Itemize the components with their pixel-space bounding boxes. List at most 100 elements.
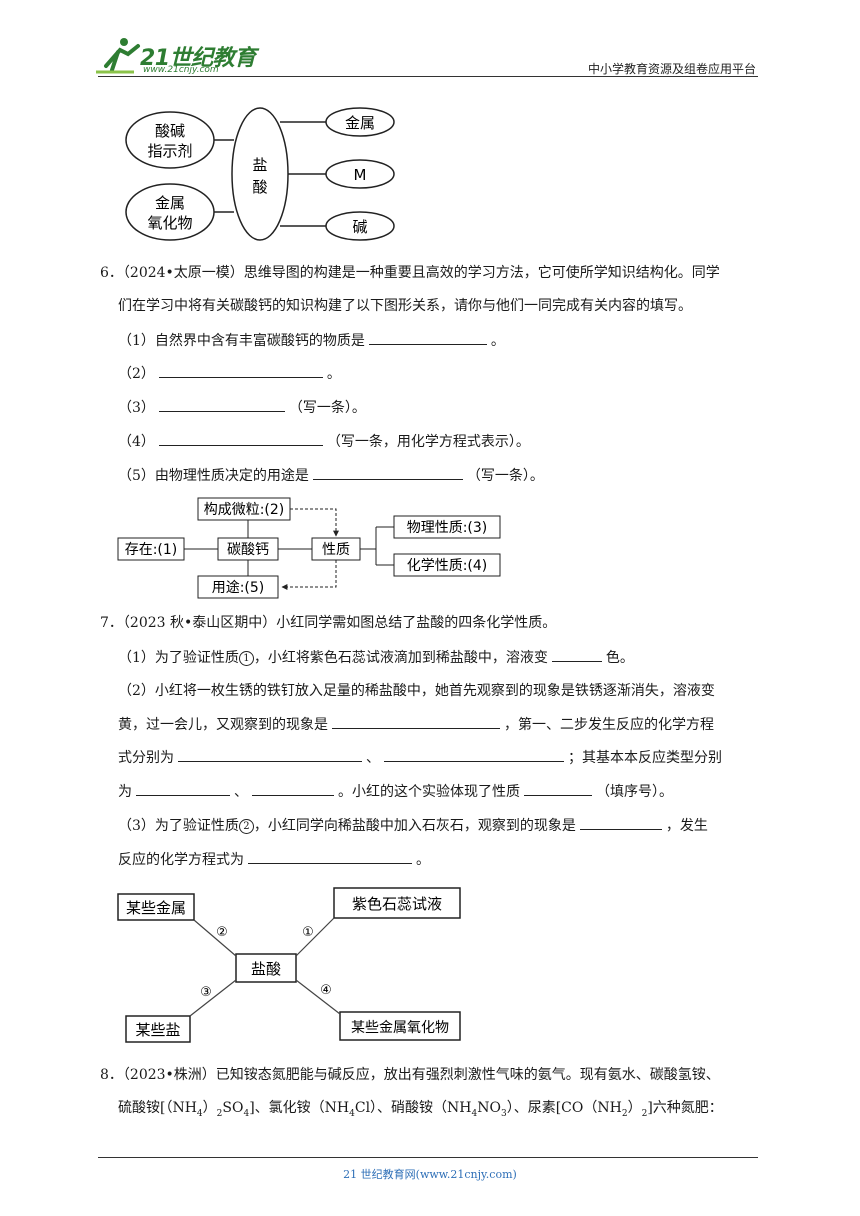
- q8-sub-4: 4: [349, 1108, 355, 1119]
- q6-part-4-text: （4）: [118, 434, 155, 450]
- q6-part-4-end: （写一条，用化学方程式表示）。: [326, 434, 530, 450]
- node-property: 性质: [322, 542, 350, 558]
- label-m: M: [354, 166, 367, 184]
- q7-part-2-line-1: （2）小红将一枚生锈的铁钉放入足量的稀盐酸中，她首先观察到的现象是铁锈逐渐消失，…: [118, 683, 715, 699]
- q6-part-2-end: 。: [326, 366, 341, 382]
- q7-blank-3[interactable]: [178, 747, 362, 762]
- q6-part-3: （3）（写一条）。: [118, 397, 798, 418]
- q7-part-2-sep: 、: [366, 750, 380, 766]
- hcl-properties-diagram: 某些金属 紫色石蕊试液 盐酸 某些盐 某些金属氧化物 ② ① ③ ④: [117, 887, 461, 1043]
- label-base: 碱: [352, 218, 367, 236]
- q8-sub-1: 4: [196, 1108, 203, 1119]
- label-metal: 金属: [345, 114, 375, 132]
- q8-sub-7: 2: [621, 1108, 628, 1119]
- q6-blank-3[interactable]: [158, 397, 285, 412]
- q6-part-4: （4） （写一条，用化学方程式表示）。: [118, 431, 798, 452]
- q8-t6: NO: [477, 1100, 501, 1116]
- q7-part-2-line-3: 式分别为 、 ；其基本本反应类型分别: [118, 747, 798, 768]
- q7-part-2-text-c: 式分别为: [118, 750, 174, 766]
- q7-blank-9[interactable]: [248, 849, 412, 864]
- label-oxide-1: 金属: [155, 194, 185, 212]
- q7-part-3-text-b: ，小红同学向稀盐酸中加入石灰石，观察到的现象是: [253, 818, 576, 834]
- q6-part-1: （1）自然界中含有丰富碳酸钙的物质是。: [118, 330, 798, 351]
- node-caco3: 碳酸钙: [227, 542, 269, 558]
- caco3-mind-map: 构成微粒:(2) 存在:(1) 碳酸钙 性质 用途:(5) 物理性质:(3) 化…: [117, 497, 501, 599]
- q7-part-3-text-d: 反应的化学方程式为: [118, 852, 244, 868]
- q7-blank-2[interactable]: [332, 714, 500, 729]
- q7-blank-6[interactable]: [252, 781, 334, 796]
- label-indicator-1: 酸碱: [155, 122, 185, 140]
- header-divider: [98, 76, 758, 77]
- q7-part-2-line-2: 黄，过一会儿，又观察到的现象是，第一、二步发生反应的化学方程: [118, 714, 798, 735]
- q6-part-5-text: （5）由物理性质决定的用途是: [118, 468, 309, 484]
- q8-sub-8: 2: [641, 1108, 648, 1119]
- q6-part-5: （5）由物理性质决定的用途是（写一条）。: [118, 465, 798, 486]
- q7-part-2-text-e: 为: [118, 784, 132, 800]
- circle-number-2: 2: [238, 819, 254, 834]
- q8-t5: Cl）、硝酸铵（NH: [354, 1100, 472, 1116]
- logo-icon: [96, 38, 140, 74]
- q7-blank-7[interactable]: [524, 781, 592, 796]
- box-litmus: 紫色石蕊试液: [352, 895, 442, 913]
- q6-blank-1[interactable]: [368, 330, 487, 345]
- q8-t4: ]、氯化铵（NH: [249, 1100, 350, 1116]
- q7-blank-4[interactable]: [384, 747, 564, 762]
- q8-stem-1: 8．（2023•株洲）已知铵态氮肥能与碱反应，放出有强烈刺激性气味的氨气。现有氨…: [100, 1067, 720, 1083]
- circle-number-1: 1: [238, 651, 254, 666]
- q7-stem: 7．（2023 秋•泰山区期中）小红同学需如图总结了盐酸的四条化学性质。: [100, 615, 557, 631]
- logo-text: 21世纪教育: [140, 46, 256, 71]
- footer-divider: [98, 1157, 758, 1158]
- q6-part-3-text: （3）: [118, 400, 155, 416]
- platform-name: 中小学教育资源及组卷应用平台: [587, 62, 756, 76]
- q8-t2: ）: [202, 1100, 217, 1116]
- logo-url: www.21cnjy.com: [143, 65, 219, 75]
- q8-sub-6: 3: [500, 1108, 507, 1119]
- box-metal-oxides: 某些金属氧化物: [351, 1020, 449, 1036]
- q8-t3: SO: [222, 1100, 244, 1116]
- marker-1: ①: [302, 925, 314, 940]
- q8-t8: ）: [627, 1100, 642, 1116]
- q7-blank-5[interactable]: [136, 781, 230, 796]
- q7-part-3-text-c: ，发生: [665, 818, 708, 834]
- q7-part-1-text-b: ，小红将紫色石蕊试液滴加到稀盐酸中，溶液变: [253, 650, 548, 666]
- q8-t9: ]六种氮肥：: [647, 1100, 723, 1116]
- footer-link[interactable]: 21 世纪教育网(www.21cnjy.com): [343, 1168, 517, 1181]
- marker-4: ④: [320, 983, 332, 998]
- q7-blank-1[interactable]: [551, 647, 602, 662]
- node-use: 用途:(5): [212, 579, 265, 596]
- q6-blank-4[interactable]: [158, 431, 323, 446]
- q7-part-2-text-g: （填序号）。: [596, 784, 673, 800]
- node-chemical: 化学性质:(4): [407, 558, 488, 574]
- q7-part-2-line-4: 为、。小红的这个实验体现了性质（填序号）。: [118, 781, 798, 802]
- q6-part-1-end: 。: [490, 333, 505, 349]
- q6-part-2: （2） 。: [118, 363, 798, 384]
- q6-stem-2: 们在学习中将有关碳酸钙的知识构建了以下图形关系，请你与他们一同完成有关内容的填写…: [118, 298, 692, 314]
- q7-part-3-text: （3）为了验证性质: [118, 818, 239, 834]
- q8-t7: ）、尿素[CO（NH: [506, 1100, 622, 1116]
- q6-blank-5[interactable]: [312, 465, 463, 480]
- label-indicator-2: 指示剂: [147, 142, 192, 160]
- marker-2: ②: [216, 925, 228, 940]
- node-physical: 物理性质:(3): [407, 520, 488, 536]
- q7-part-2-sep-2: 、: [234, 784, 248, 800]
- label-hcl-1: 盐: [252, 156, 267, 174]
- q8-sub-5: 4: [471, 1108, 478, 1119]
- q7-part-2-text-d: ；其基本本反应类型分别: [568, 750, 722, 766]
- node-particle: 构成微粒:(2): [204, 502, 285, 518]
- node-exist: 存在:(1): [125, 542, 178, 558]
- q7-part-2-text-a: 黄，过一会儿，又观察到的现象是: [118, 717, 328, 733]
- q6-part-2-text: （2）: [118, 366, 155, 382]
- label-oxide-2: 氧化物: [147, 214, 192, 232]
- q6-blank-2[interactable]: [158, 363, 323, 378]
- box-some-salts: 某些盐: [135, 1021, 180, 1039]
- q6-stem-1: 6．（2024•太原一模）思维导图的构建是一种重要且高效的学习方法，它可使所学知…: [100, 265, 720, 281]
- box-some-metals: 某些金属: [126, 899, 186, 917]
- q7-part-3-line-2: 反应的化学方程式为 。: [118, 849, 798, 870]
- q7-blank-8[interactable]: [579, 815, 662, 830]
- box-hcl: 盐酸: [251, 960, 281, 978]
- marker-3: ③: [200, 985, 212, 1000]
- q8-stem-2: 硫酸铵[（NH4）2SO4]、氯化铵（NH4Cl）、硝酸铵（NH4NO3）、尿素…: [118, 1098, 798, 1124]
- q7-part-3-end: 。: [416, 852, 430, 868]
